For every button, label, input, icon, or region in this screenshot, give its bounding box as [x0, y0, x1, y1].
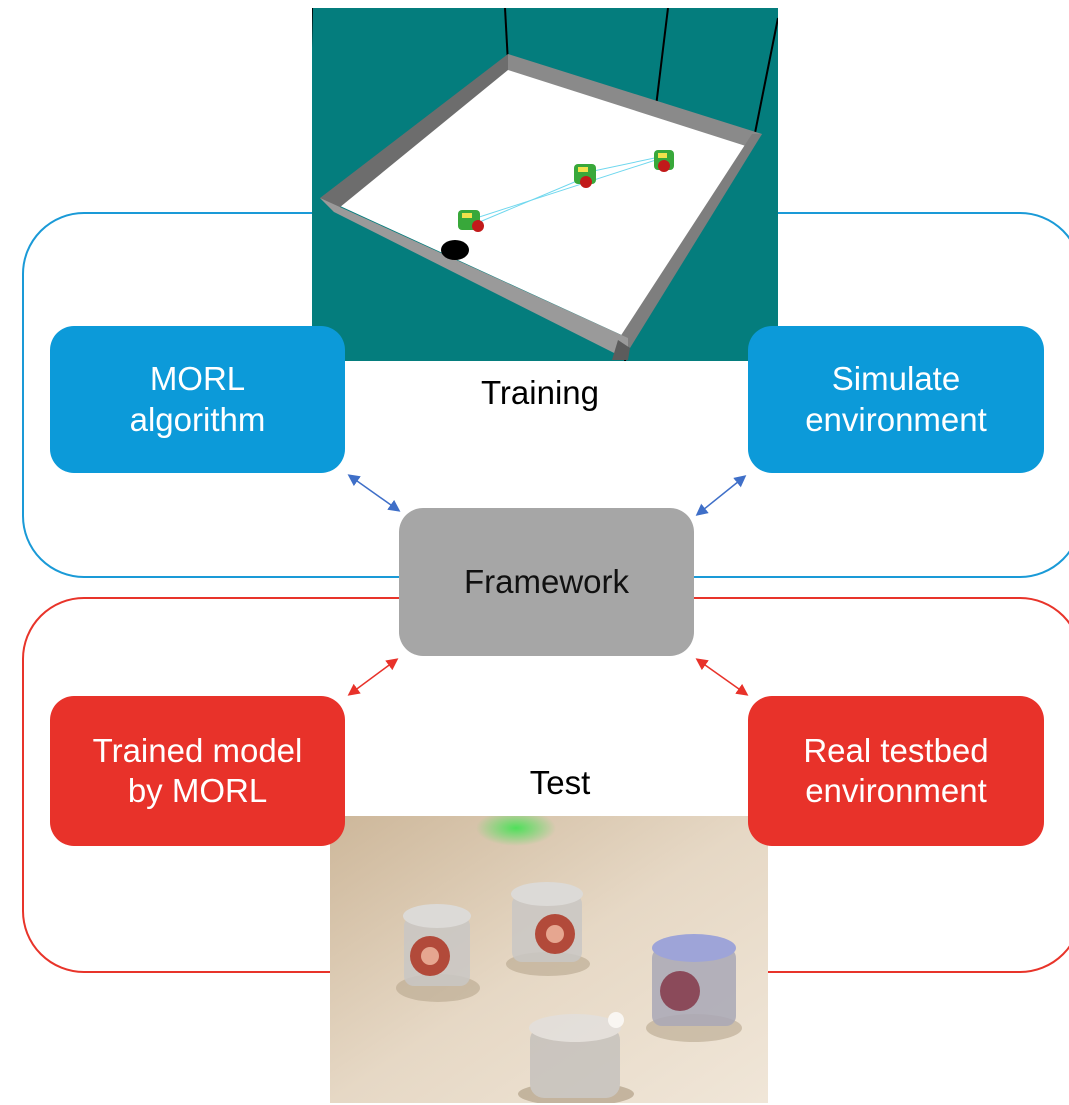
- arrow-morl-framework: [347, 474, 401, 512]
- testbed-photo: [330, 816, 768, 1103]
- simulate-environment-text: Simulate environment: [805, 360, 987, 438]
- training-label: Training: [481, 374, 599, 411]
- real-testbed-box: Real testbed environment: [748, 696, 1044, 846]
- framework-box: Framework: [399, 508, 694, 656]
- morl-algorithm-box: MORL algorithm: [50, 326, 345, 473]
- framework-text: Framework: [463, 562, 630, 600]
- arrow-framework-trained: [347, 658, 399, 696]
- trained-model-box: Trained model by MORL: [50, 696, 345, 846]
- simulate-environment-box: Simulate environment: [748, 326, 1044, 473]
- simulation-screenshot: [312, 8, 778, 361]
- arrow-framework-real: [695, 658, 749, 696]
- morl-algorithm-text: MORL algorithm: [129, 360, 266, 438]
- trained-model-text: Trained model by MORL: [92, 731, 303, 809]
- real-testbed-text: Real testbed environment: [803, 731, 989, 809]
- arrow-simulate-framework: [695, 475, 747, 516]
- test-label: Test: [529, 764, 591, 801]
